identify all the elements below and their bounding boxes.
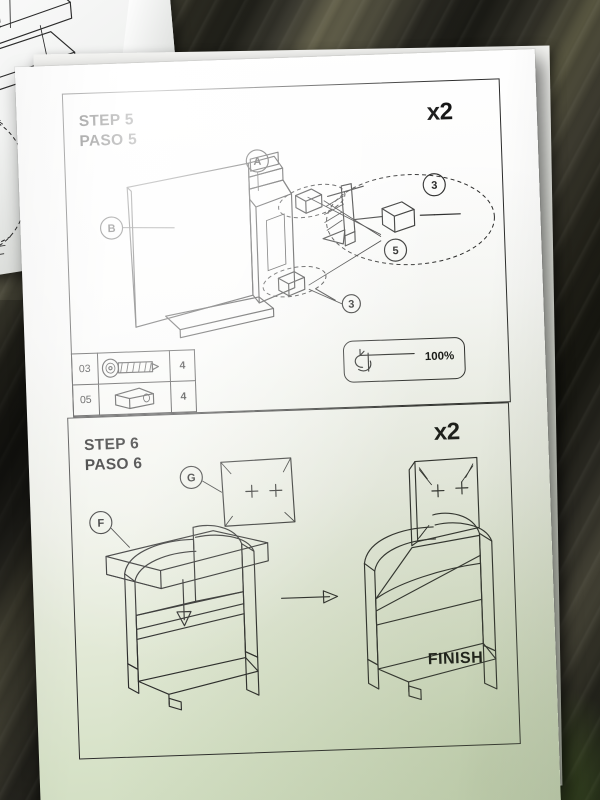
step5-repeat-count: x2 [426,98,453,126]
step6-title: STEP 6 [83,435,140,455]
tool-badge-percent: 100% [424,350,455,364]
part-qty: 4 [170,380,197,413]
part-code: 03 [71,353,99,385]
step6-repeat-count: x2 [433,418,461,446]
svg-text:F: F [97,517,104,529]
instruction-sheet: STEP 5 PASO 5 x2 [14,49,562,800]
screw-icon [96,350,171,385]
svg-text:G: G [187,472,196,484]
tool-badge: 100% [342,336,467,384]
table-row: 03 4 [71,349,196,385]
part-code: 05 [72,384,100,416]
svg-text:A: A [253,156,261,168]
finish-label: FINISH [427,649,484,669]
step5-title: STEP 5 [78,111,135,131]
svg-text:5: 5 [392,245,399,257]
svg-text:B: B [107,223,115,235]
svg-text:3: 3 [431,180,438,192]
cam-block-icon [98,381,172,416]
part-qty: 4 [169,349,196,382]
table-row: 05 4 [72,380,197,416]
step6-diagram: G F [79,442,518,729]
step5-diagram: 3 [78,129,505,356]
callout-a: A [240,148,276,193]
allen-key-icon [354,348,415,372]
step5-parts-table: 03 4 05 [70,349,198,417]
callout-b: B [98,212,177,243]
svg-text:3: 3 [348,299,355,311]
